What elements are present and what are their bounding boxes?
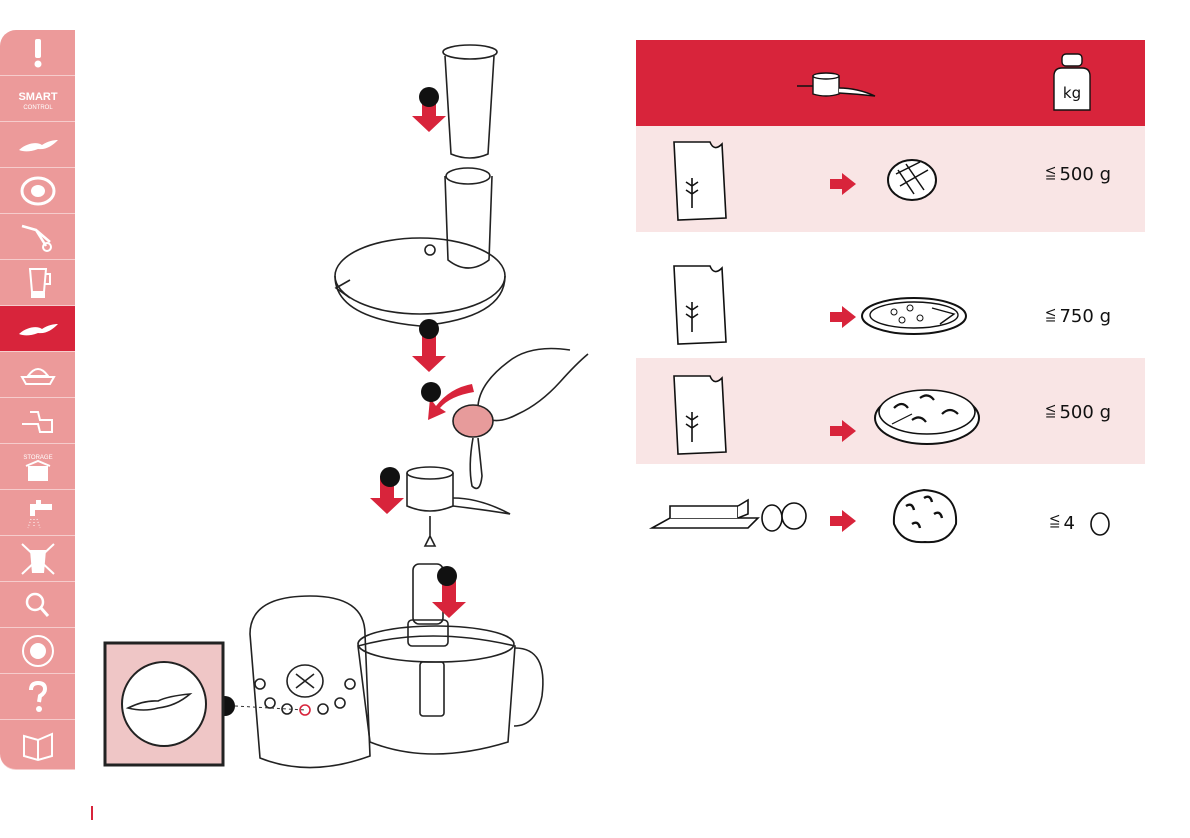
sidebar: SMART CONTROL STORAGE [0,30,75,780]
amount: <=500 g [1044,400,1111,424]
sidebar-item-guarantee[interactable] [0,628,75,674]
table-row: <=500 g [636,358,1145,464]
less-equal-icon: <= [1044,400,1057,424]
less-equal-icon: <= [1044,162,1057,186]
pizza-icon [861,297,967,335]
storage-icon: STORAGE [23,455,52,481]
sidebar-item-book[interactable] [0,720,75,770]
pusher-drawing [442,44,498,159]
kneading-tool-icon [797,72,876,97]
table-header: kg [636,40,1145,126]
guarantee-icon [21,634,54,667]
less-equal-icon: <= [1044,304,1057,328]
svg-text:STORAGE: STORAGE [23,455,52,461]
red-arrow-icon [830,173,856,195]
scale-icon [21,410,53,433]
sidebar-item-no-bin[interactable] [0,536,75,582]
sidebar-item-smart-control[interactable]: SMART CONTROL [0,76,75,122]
assembly-illustration [103,44,589,769]
sidebar-item-warning[interactable] [0,30,75,76]
amount: <=750 g [1044,304,1111,328]
sidebar-item-blade[interactable] [0,122,75,168]
amount: <=500 g [1044,162,1111,186]
citrus-press-icon [19,367,56,385]
magnifier-icon [25,592,49,617]
bowl-drawing [357,625,544,755]
sidebar-item-storage[interactable]: STORAGE [0,444,75,490]
motor-base-drawing [249,595,371,769]
butter-eggs-icon [648,498,807,532]
sidebar-item-scale[interactable] [0,398,75,444]
svg-text:SMART: SMART [18,91,57,103]
sidebar-item-magnifier[interactable] [0,582,75,628]
smart-control-icon: SMART CONTROL [18,91,57,111]
blender-icon [28,267,51,298]
table-row: <=500 g [636,126,1145,232]
table-row: <=750 g [636,254,1145,360]
question-icon [28,680,47,712]
sidebar-item-disc[interactable] [0,168,75,214]
sidebar-item-question[interactable] [0,674,75,720]
less-equal-icon: <= [1048,511,1061,534]
flour-bag-icon [673,141,727,221]
warning-icon [34,38,41,67]
svg-text:kg: kg [1063,84,1081,102]
sidebar-item-citrus[interactable] [0,352,75,398]
sidebar-item-kneading[interactable] [0,306,75,352]
book-icon [22,731,53,761]
sidebar-item-blender[interactable] [0,260,75,306]
tap-icon [27,499,52,528]
zoom-box [103,641,225,767]
whisk-icon [21,224,52,252]
svg-text:CONTROL: CONTROL [23,105,53,111]
kneading-tool-icon [18,323,58,335]
red-arrow-icon [830,420,856,442]
step-markers [215,87,457,716]
no-bin-icon [20,542,55,575]
kneading-tool-drawing [406,466,511,547]
red-arrow-icon [830,510,856,532]
disc-icon [20,176,55,205]
bread-icon [887,159,937,201]
flour-bag-icon [673,375,727,455]
flour-bag-icon [673,265,727,345]
sidebar-item-tap[interactable] [0,490,75,536]
weight-icon: kg [1053,53,1091,111]
direction-arrows [370,94,474,618]
lid-drawing [334,167,506,327]
blade-icon [18,139,58,151]
hand-drawing [452,347,589,490]
brioche-icon [892,488,958,544]
egg-icon [1090,512,1110,536]
table-row: <=4 [636,464,1145,564]
pie-icon [874,389,980,445]
sidebar-item-whisk[interactable] [0,214,75,260]
amount: <=4 [1049,510,1111,536]
page-marker [91,806,93,820]
red-arrow-icon [830,306,856,328]
